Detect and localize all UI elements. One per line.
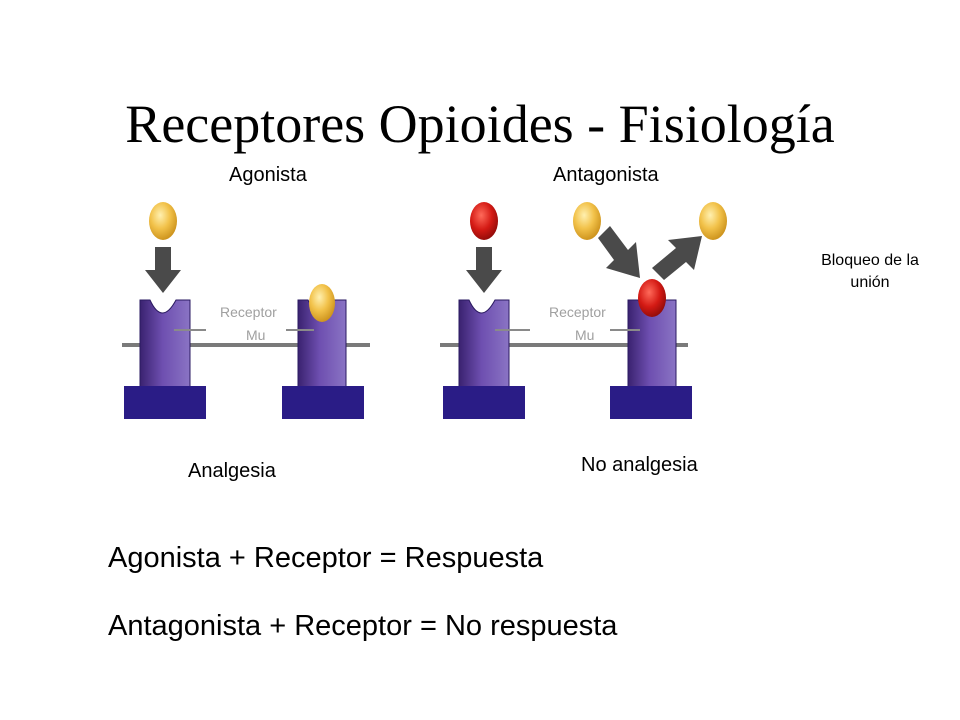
page-title: Receptores Opioides - Fisiología bbox=[125, 94, 835, 154]
agonist-ligand-blocked-right bbox=[699, 202, 727, 240]
agonist-ligand-blocked-left bbox=[573, 202, 601, 240]
down-arrow-icon bbox=[145, 247, 181, 293]
membrane-line bbox=[440, 343, 688, 347]
down-arrow-icon bbox=[466, 247, 502, 293]
antagonist-ligand-bound bbox=[638, 279, 666, 317]
membrane-line bbox=[122, 343, 370, 347]
equation-antagonist: Antagonista + Receptor = No respuesta bbox=[108, 610, 618, 642]
agonista-label: Agonista bbox=[229, 164, 307, 186]
mu-label-left: Mu bbox=[246, 327, 265, 343]
receptor-right bbox=[282, 299, 364, 419]
receptor-left bbox=[443, 299, 525, 419]
antagonist-ligand-free bbox=[470, 202, 498, 240]
receptor-left bbox=[124, 299, 206, 419]
analgesia-label: Analgesia bbox=[188, 460, 276, 482]
receptor-label-left: Receptor bbox=[220, 304, 277, 320]
diagonal-arrow-out-icon bbox=[652, 236, 702, 280]
bloqueo-label: Bloqueo de la unión bbox=[790, 250, 950, 294]
agonist-ligand-bound bbox=[309, 284, 335, 322]
agonist-ligand-free bbox=[149, 202, 177, 240]
equation-agonist: Agonista + Receptor = Respuesta bbox=[108, 542, 544, 574]
receptor-label-right: Receptor bbox=[549, 304, 606, 320]
diagonal-arrow-in-icon bbox=[598, 226, 640, 278]
receptor-right bbox=[610, 299, 692, 419]
antagonista-label: Antagonista bbox=[553, 164, 659, 186]
bloqueo-label-line2: unión bbox=[850, 274, 890, 291]
agonist-panel: Receptor Mu bbox=[122, 202, 370, 419]
no-analgesia-label: No analgesia bbox=[581, 454, 698, 476]
mu-label-right: Mu bbox=[575, 327, 594, 343]
antagonist-panel: Receptor Mu bbox=[440, 202, 727, 419]
bloqueo-label-line1: Bloqueo de la bbox=[821, 252, 919, 269]
